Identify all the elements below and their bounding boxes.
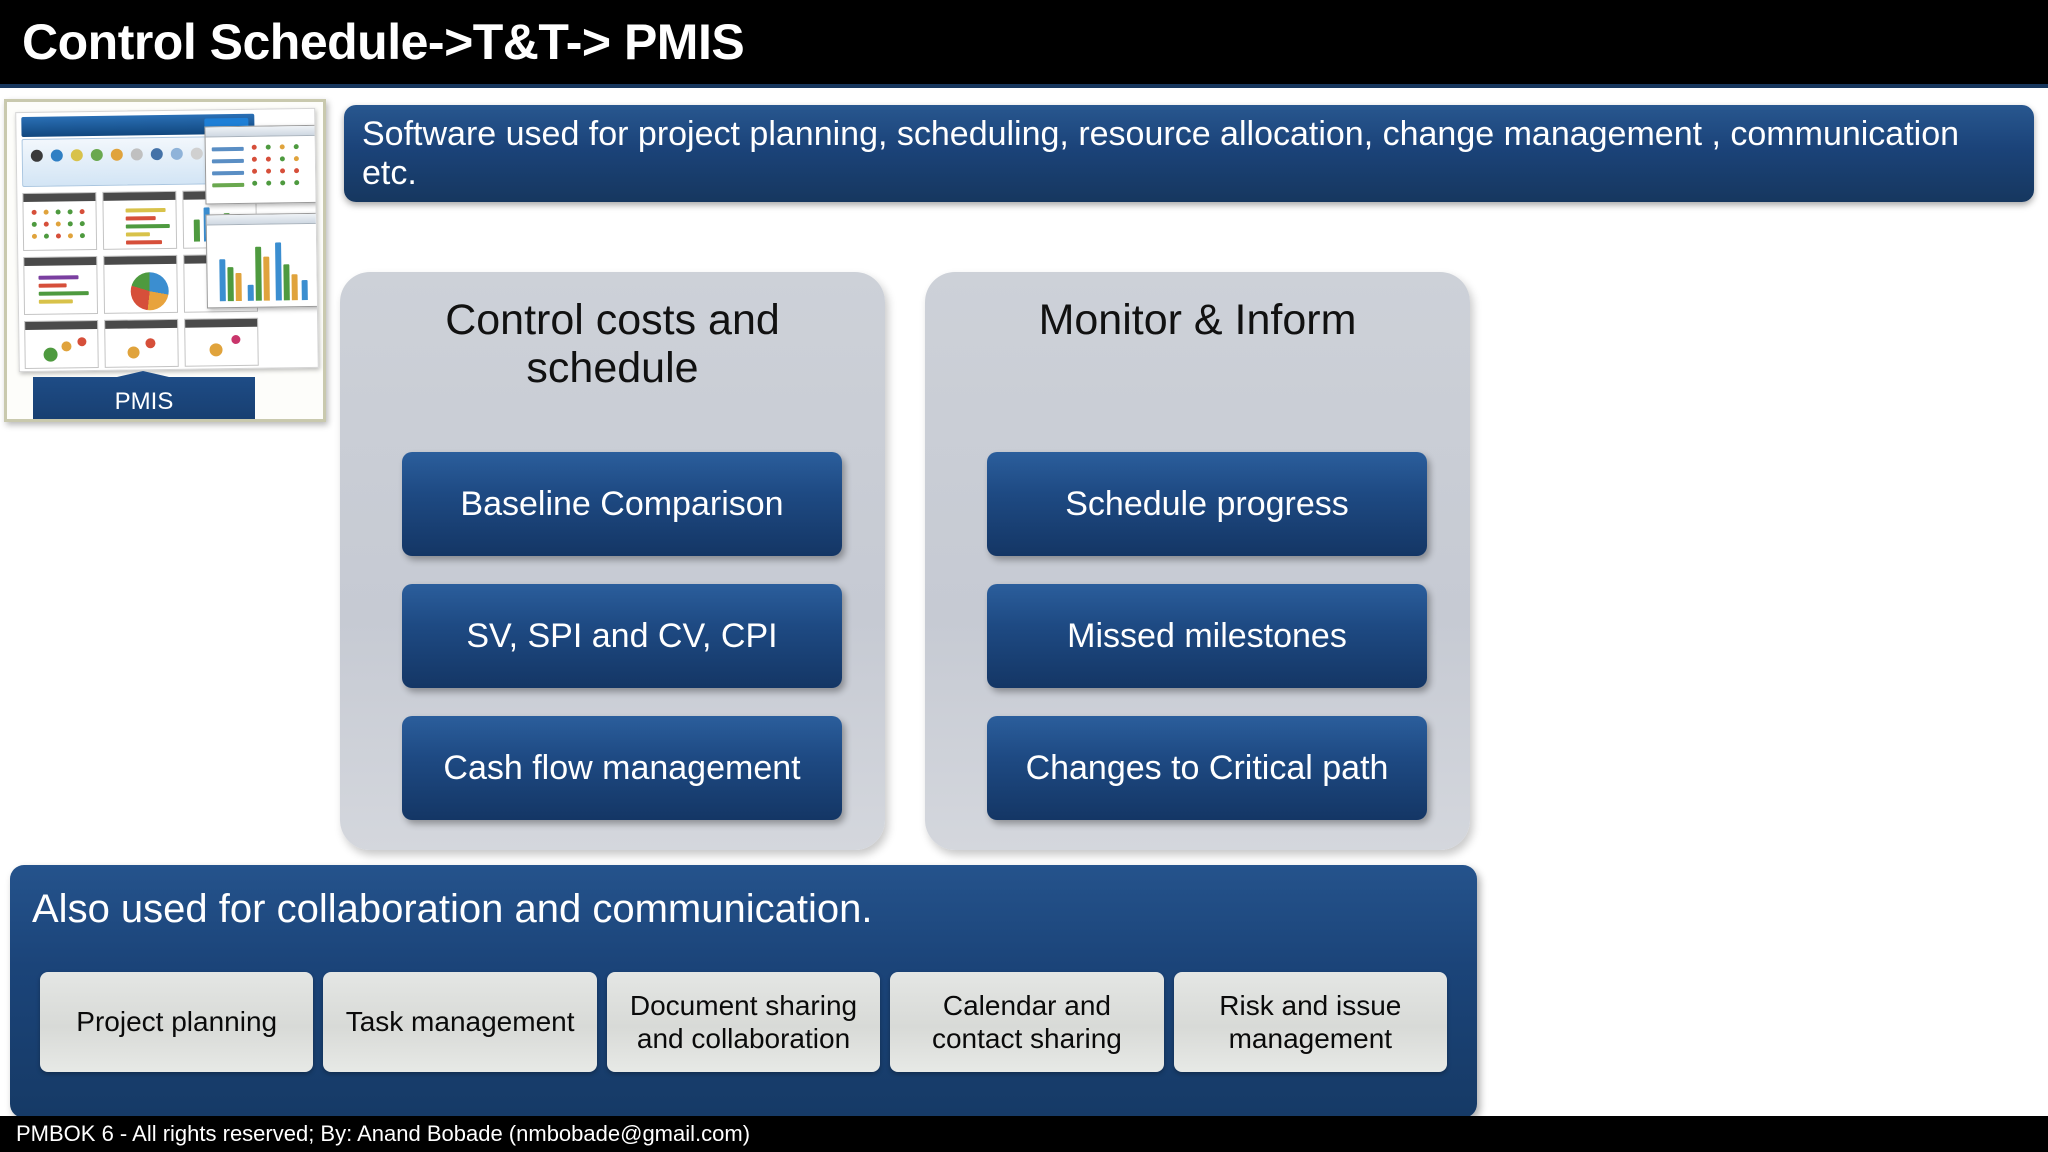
card-monitor-and-inform: Monitor & Inform Schedule progress Misse… <box>925 272 1470 850</box>
footer-bar: PMBOK 6 - All rights reserved; By: Anand… <box>0 1116 2048 1152</box>
pie-chart-icon <box>130 271 169 311</box>
chip-document-sharing-and-collaboration[interactable]: Document sharing and collaboration <box>606 972 881 1072</box>
dashboard-floating-panel <box>204 124 318 205</box>
chip-project-planning[interactable]: Project planning <box>40 972 314 1072</box>
title-bar: Control Schedule->T&T-> PMIS <box>0 0 2048 88</box>
dashboard-panel <box>23 255 99 316</box>
dashboard-panel <box>24 319 99 369</box>
chip-calendar-and-contact-sharing[interactable]: Calendar and contact sharing <box>890 972 1164 1072</box>
card-title: Monitor & Inform <box>1038 296 1357 344</box>
card-control-costs-and-schedule: Control costs and schedule Baseline Comp… <box>340 272 885 850</box>
description-banner: Software used for project planning, sche… <box>344 105 2034 202</box>
pmis-thumbnail-label: PMIS <box>33 371 255 419</box>
pill-baseline-comparison[interactable]: Baseline Comparison <box>402 452 842 556</box>
collaboration-banner: Also used for collaboration and communic… <box>10 865 1477 1118</box>
chip-task-management[interactable]: Task management <box>323 972 597 1072</box>
dashboard-panel <box>22 191 98 252</box>
dashboard-panel <box>104 318 179 368</box>
pill-sv-spi-cv-cpi[interactable]: SV, SPI and CV, CPI <box>402 584 842 688</box>
dashboard-panel <box>102 190 178 250</box>
pill-schedule-progress[interactable]: Schedule progress <box>987 452 1427 556</box>
dashboard-panel <box>103 254 179 314</box>
collaboration-title: Also used for collaboration and communic… <box>32 887 873 931</box>
dashboard-panel <box>184 317 259 367</box>
chip-risk-and-issue-management[interactable]: Risk and issue management <box>1173 972 1448 1072</box>
pill-cash-flow-management[interactable]: Cash flow management <box>402 716 842 820</box>
collaboration-item-list: Project planning Task management Documen… <box>40 972 1448 1072</box>
footer-copyright: PMBOK 6 - All rights reserved; By: Anand… <box>16 1121 751 1146</box>
pill-missed-milestones[interactable]: Missed milestones <box>987 584 1427 688</box>
card-title: Control costs and schedule <box>445 296 780 393</box>
page-title: Control Schedule->T&T-> PMIS <box>22 14 745 70</box>
dashboard-floating-chart <box>205 212 319 309</box>
pill-changes-to-critical-path[interactable]: Changes to Critical path <box>987 716 1427 820</box>
dashboard-screenshot <box>15 107 319 373</box>
pmis-thumbnail[interactable]: PMIS <box>4 99 326 422</box>
pmis-dashboard-image <box>7 102 323 419</box>
